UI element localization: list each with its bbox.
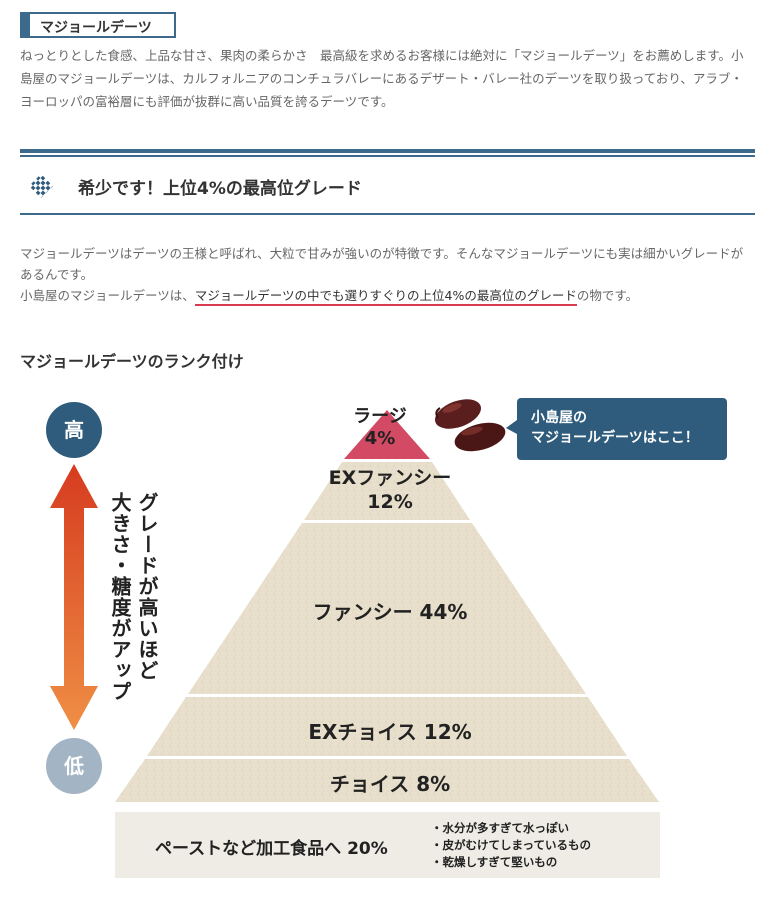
high-grade-badge: 高	[46, 402, 102, 458]
tier-name: EXファンシー	[328, 467, 452, 489]
grade-arrow	[50, 464, 98, 730]
tier-percent: 44%	[419, 600, 468, 624]
base-name: ペーストなど加工食品へ	[155, 839, 342, 859]
tier-label-fancy: ファンシー 44%	[260, 596, 520, 625]
page-heading: 希少です！上位4%の最高位グレード	[78, 179, 362, 199]
tier-ex-choice	[147, 697, 627, 756]
callout-pointer	[506, 420, 517, 434]
tier-percent: 4%	[364, 428, 396, 449]
processed-food-notes: ・水分が多すぎて水っぽい ・皮がむけてしまっているもの ・乾燥しすぎて堅いもの	[431, 820, 591, 871]
note-item: ・水分が多すぎて水っぽい	[431, 821, 569, 835]
note-item: ・皮がむけてしまっているもの	[431, 838, 591, 852]
section-tag: マジョールデーツ	[20, 12, 176, 38]
tier-percent: 8%	[416, 772, 451, 796]
tier-name: EXチョイス	[308, 720, 417, 744]
intro-text: ねっとりとした食感、上品な甘さ、果肉の柔らかさ 最高級を求めるお客様には絶対に「…	[20, 48, 744, 109]
section-tag-label: マジョールデーツ	[40, 20, 152, 36]
tier-label-ex-choice: EXチョイス 12%	[260, 716, 520, 745]
callout-badge: 小島屋の マジョールデーツはここ！	[517, 398, 727, 460]
tier-ex-fancy	[304, 462, 470, 520]
low-grade-badge: 低	[46, 738, 102, 794]
tier-choice	[115, 759, 659, 802]
tier-name: ラージ	[353, 406, 407, 427]
tier-large	[344, 410, 430, 459]
tier-label-large: ラージ 4%	[330, 406, 430, 450]
description-line1: マジョールデーツはデーツの王様と呼ばれ、大粒で甘みが強いのが特徴です。そんなマジ…	[20, 246, 744, 282]
scale-caption-2: 大きさ・糖度がアップ	[108, 492, 132, 702]
grade-description: マジョールデーツはデーツの王様と呼ばれ、大粒で甘みが強いのが特徴です。そんなマジ…	[20, 243, 755, 306]
grade-pyramid	[50, 399, 659, 802]
diamond-lattice-icon	[29, 174, 53, 198]
description-line2-start: 小島屋のマジョールデーツは、	[20, 288, 195, 303]
divider-line	[20, 149, 755, 153]
rank-title: マジョールデーツのランク付け	[20, 352, 244, 371]
scale-caption-1: グレードが高いほど	[135, 492, 159, 681]
dates-fruit-icon	[435, 399, 506, 452]
base-percent: 20%	[347, 839, 388, 859]
callout-line1: 小島屋の	[531, 410, 587, 426]
description-line2-end: の物です。	[576, 288, 639, 303]
callout-line2: マジョールデーツはここ！	[531, 430, 699, 446]
tier-label-ex-fancy: EXファンシー 12%	[300, 466, 480, 514]
note-item: ・乾燥しすぎて堅いもの	[431, 855, 558, 869]
tier-percent: 12%	[423, 720, 472, 744]
tier-fancy	[188, 523, 586, 694]
divider-line	[20, 155, 755, 157]
tier-name: チョイス	[329, 772, 410, 796]
tier-name: ファンシー	[312, 600, 413, 624]
tier-label-choice: チョイス 8%	[260, 768, 520, 797]
highlighted-text: マジョールデーツの中でも選りすぐりの上位4%の最高位のグレード	[194, 288, 577, 306]
processed-food-label: ペーストなど加工食品へ 20%	[155, 834, 388, 859]
divider-line	[20, 213, 755, 215]
processed-food-box: ペーストなど加工食品へ 20% ・水分が多すぎて水っぽい ・皮がむけてしまってい…	[115, 812, 660, 878]
tier-percent: 12%	[367, 491, 413, 513]
